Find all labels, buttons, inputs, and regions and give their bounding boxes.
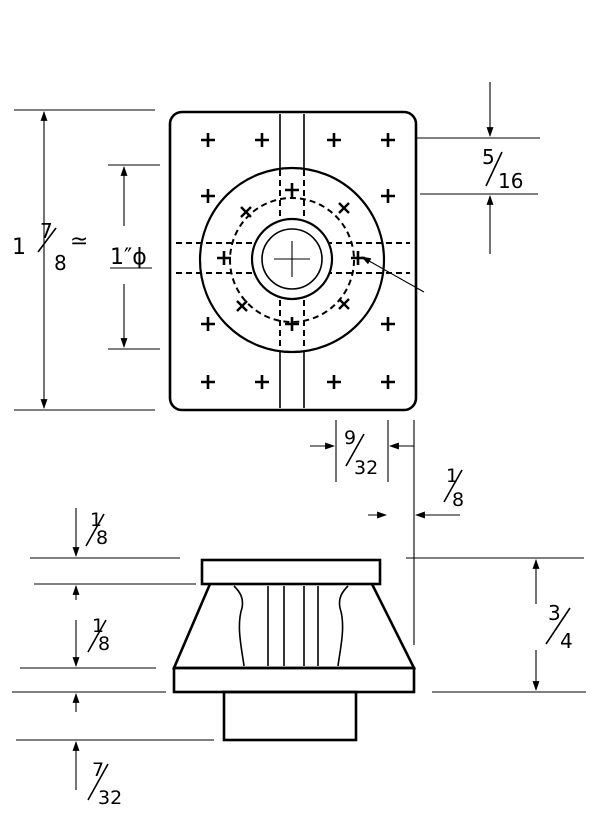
label-1-8-plate: 1 8 (85, 509, 108, 549)
plus-marker (351, 251, 365, 265)
overall-height-num: 7 (40, 219, 53, 243)
tapered-body (172, 583, 417, 670)
plus-marker (201, 375, 215, 389)
boss-height-num: 7 (92, 759, 104, 781)
boss (222, 690, 358, 742)
plus-marker (381, 189, 395, 203)
plus-marker (285, 317, 299, 331)
overall-height-den: 8 (54, 251, 67, 275)
plus-marker (381, 317, 395, 331)
plan-outline (168, 110, 418, 412)
boss-height-den: 32 (98, 787, 122, 809)
x-markers (236, 202, 350, 312)
total-height-num: 3 (548, 601, 561, 625)
plus-marker (381, 133, 395, 147)
plus-marker (285, 183, 299, 197)
plus-marker (201, 317, 215, 331)
label-7-32: 7 32 (87, 759, 122, 809)
bore-inner (261, 228, 323, 290)
label-1-8-edge: 1 8 (443, 465, 464, 511)
label-3-4: 3 4 (545, 601, 573, 653)
overall-height-suffix: ≃ (70, 229, 88, 254)
flange-thickness-den: 8 (98, 633, 110, 655)
label-1-8-flange: 1 8 (87, 615, 110, 655)
overall-height-whole: 1 (12, 235, 26, 260)
plus-marker (201, 189, 215, 203)
plus-marker (217, 251, 231, 265)
plus-markers (201, 133, 395, 389)
plus-marker (255, 375, 269, 389)
plus-marker (381, 375, 395, 389)
plus-marker (201, 133, 215, 147)
cavity-left-profile (233, 585, 245, 667)
top-offset-den: 16 (498, 169, 523, 193)
label-5-16: 5 16 (482, 145, 523, 193)
plus-marker (327, 133, 341, 147)
hidden-pitch-circle (229, 197, 355, 323)
base-flange (172, 666, 416, 694)
x-marker (236, 300, 248, 312)
x-marker (240, 206, 252, 218)
label-9-32: 9 32 (344, 427, 378, 479)
label-overall-height: 1 7 8 ≃ (12, 219, 88, 275)
leader-line (361, 256, 425, 293)
elevation-dimensions (12, 508, 586, 790)
slot-width-den: 32 (354, 457, 378, 479)
edge-offset-num: 1 (446, 465, 458, 487)
total-height-den: 4 (560, 629, 573, 653)
label-bore-diameter: 1″ϕ (110, 245, 147, 270)
plan-dimensions (14, 82, 540, 645)
cavity-right-profile (337, 585, 349, 667)
plate-thickness-den: 8 (96, 527, 108, 549)
edge-offset-den: 8 (452, 489, 464, 511)
slot-width-num: 9 (344, 427, 356, 449)
x-marker (338, 298, 350, 310)
top-offset-num: 5 (482, 145, 495, 169)
x-marker (338, 202, 350, 214)
elevation-view (172, 558, 417, 742)
plus-marker (327, 375, 341, 389)
top-plate (200, 558, 382, 586)
plus-marker (255, 133, 269, 147)
flange-thickness-num: 1 (92, 615, 104, 637)
plan-view (168, 110, 425, 412)
plate-thickness-num: 1 (90, 509, 102, 531)
